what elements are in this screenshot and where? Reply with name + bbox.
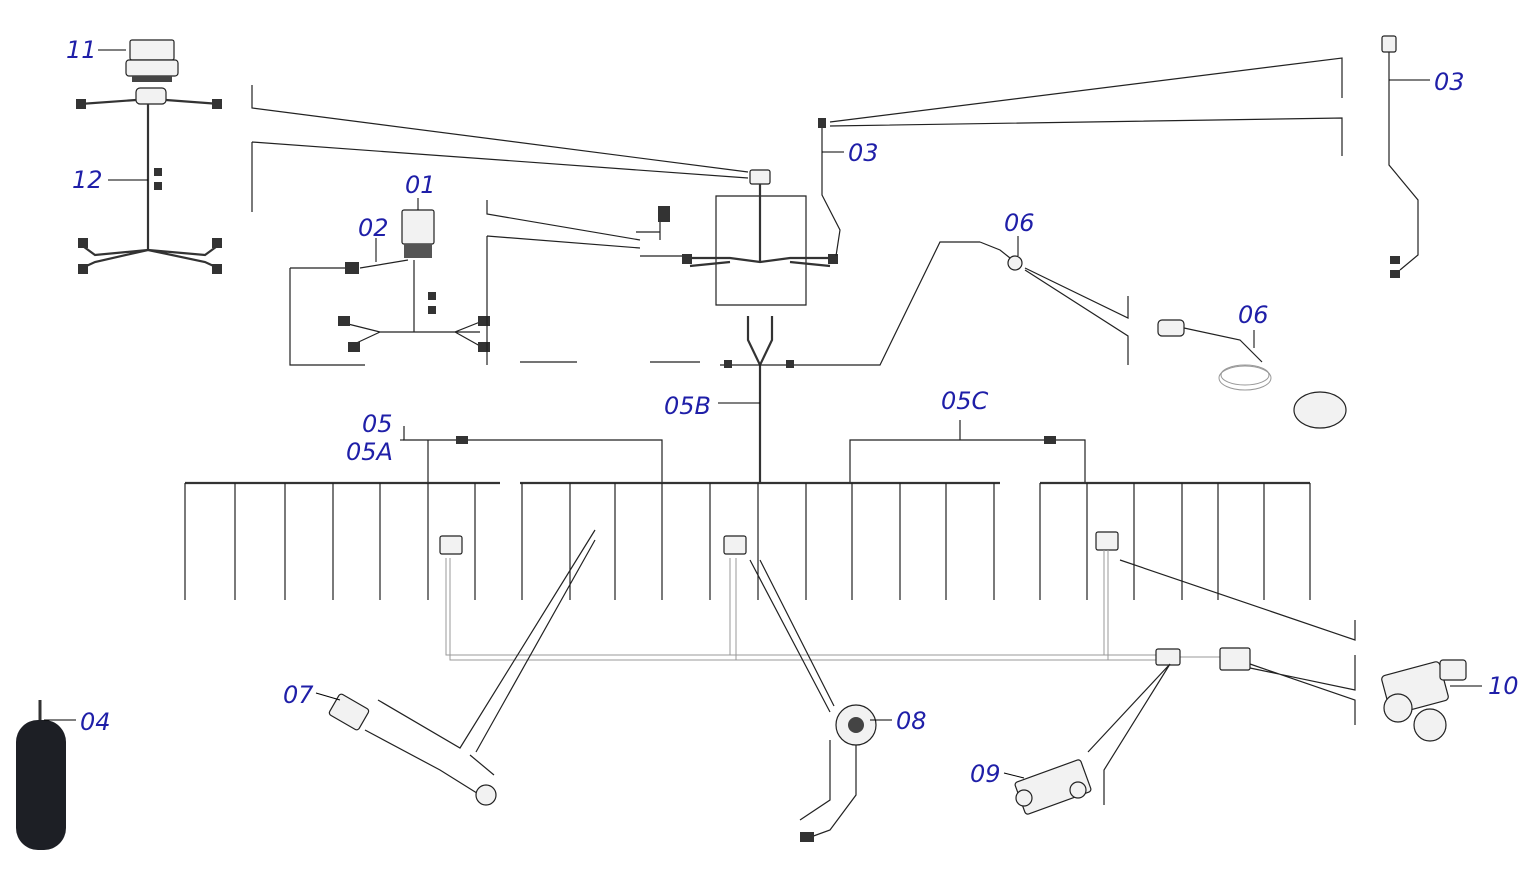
cleaning-brush-04 (16, 700, 66, 850)
callout-08: 08 (896, 707, 927, 735)
callout-03-right: 03 (1434, 68, 1465, 96)
callout-10: 10 (1488, 672, 1519, 700)
callout-11: 11 (66, 36, 97, 64)
extension-cable-03-right (1381, 35, 1419, 278)
callout-05a: 05A (346, 438, 393, 466)
callout-05: 05 (362, 410, 393, 438)
callout-01: 01 (405, 171, 436, 199)
callout-05b: 05B (664, 392, 712, 420)
pressure-valve-10 (1119, 559, 1467, 742)
callout-04: 04 (80, 708, 111, 736)
pressure-sensor-07 (328, 529, 596, 806)
flow-meter-08 (749, 559, 877, 842)
callout-02: 02 (358, 214, 389, 242)
valve-block-09 (1014, 663, 1171, 815)
callout-03-center: 03 (848, 139, 879, 167)
callout-05c: 05C (941, 387, 989, 415)
section-valves (439, 531, 1251, 671)
terminal-harness-12 (76, 87, 222, 274)
sensor-06-small (979, 241, 1129, 365)
central-harness-05b (636, 169, 980, 483)
callout-06-large: 06 (1238, 301, 1269, 329)
extension-cable-03 (818, 57, 1343, 257)
cable-02 (289, 259, 490, 366)
boom-harness-05a (185, 426, 663, 485)
sensor-06-large (1157, 319, 1347, 429)
callout-06-small: 06 (1004, 209, 1035, 237)
control-box-01 (401, 209, 435, 258)
section-drops (184, 483, 1311, 600)
callout-09: 09 (970, 760, 1001, 788)
boom-harness-05c (520, 420, 1310, 485)
callout-12: 12 (72, 166, 103, 194)
display-terminal-11 (125, 39, 179, 82)
callout-07: 07 (283, 681, 314, 709)
